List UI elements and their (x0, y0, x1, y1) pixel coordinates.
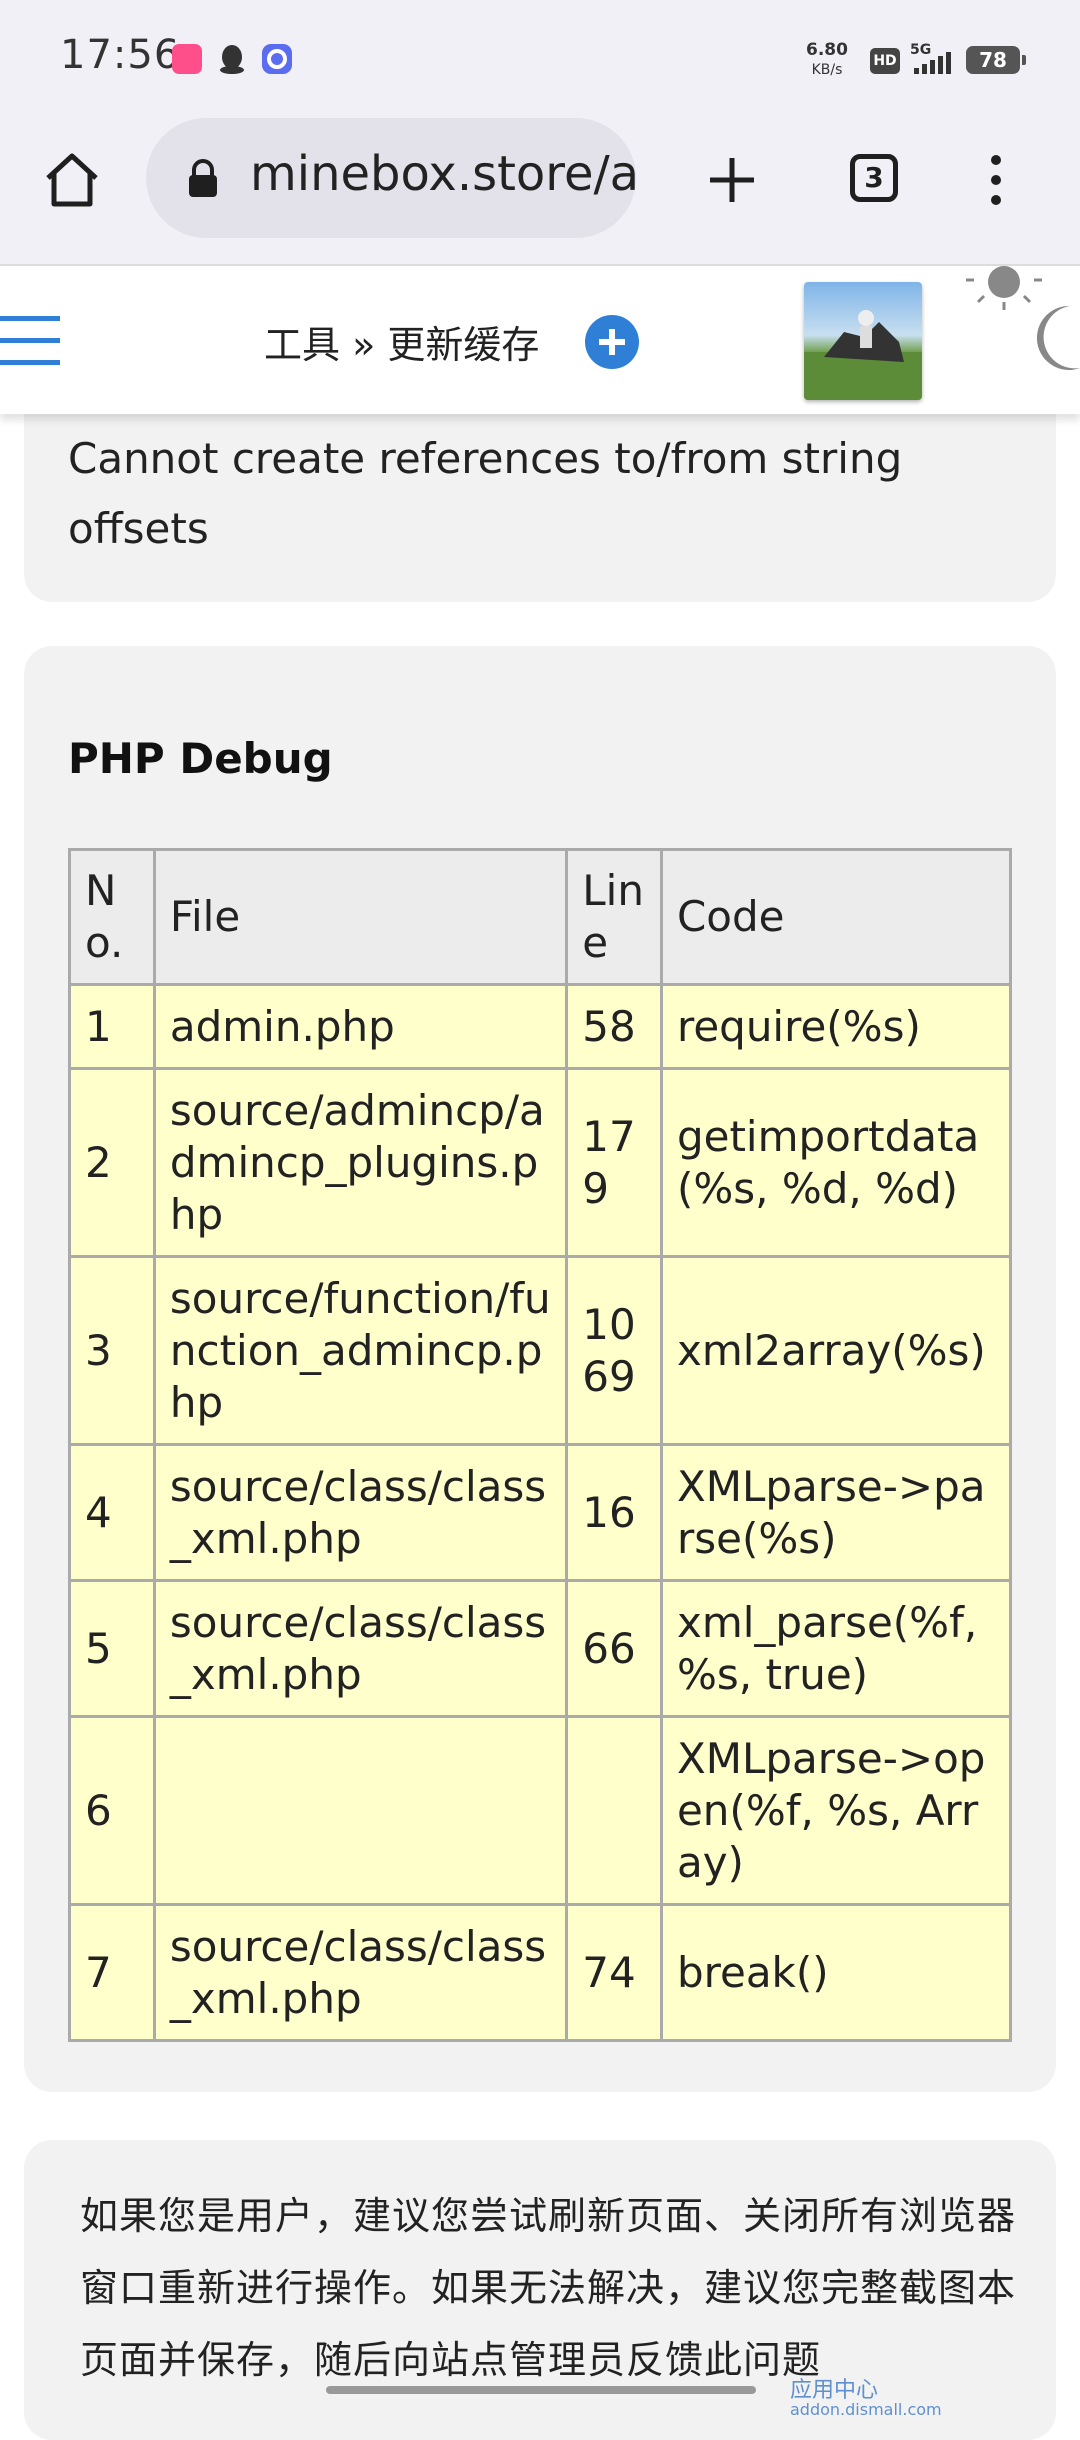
browser-menu-button[interactable] (980, 148, 1012, 212)
table-row: 6 XMLparse->open(%f, %s, Array) (68, 1715, 1013, 1906)
breadcrumb[interactable]: 工具 » 更新缓存 (264, 323, 540, 367)
app-notification-icon (172, 44, 202, 74)
cell-file: source/class/class_xml.php (152, 1443, 569, 1582)
user-hint-text: 如果您是用户，建议您尝试刷新页面、关闭所有浏览器窗口重新进行操作。如果无法解决，… (80, 2194, 1017, 2382)
cell-file: source/class/class_xml.php (152, 1903, 569, 2042)
cell-no: 7 (68, 1903, 156, 2042)
table-row: 3 source/function/function_admincp.php 1… (68, 1255, 1013, 1446)
cell-file: source/admincp/admincp_plugins.php (152, 1067, 569, 1258)
cell-line: 58 (565, 983, 663, 1070)
cell-line: 66 (565, 1579, 663, 1718)
table-row: 7 source/class/class_xml.php 74 break() (68, 1903, 1013, 2042)
user-avatar[interactable] (804, 282, 922, 400)
add-button[interactable] (584, 314, 640, 374)
debug-title: PHP Debug (68, 734, 333, 783)
cell-code: xml_parse(%f, %s, true) (659, 1579, 1013, 1718)
cell-file: admin.php (152, 983, 569, 1070)
tab-switcher-button[interactable]: 3 (850, 154, 898, 202)
browser-toolbar: minebox.store/a 3 (0, 118, 1080, 264)
gesture-navigation-bar[interactable] (326, 2386, 756, 2394)
browser-notification-icon (262, 44, 292, 74)
php-debug-card: PHP Debug No. File Line Code 1 admin.php… (24, 646, 1056, 2092)
sun-icon (966, 266, 1042, 310)
cell-no: 3 (68, 1255, 156, 1446)
cell-no: 5 (68, 1579, 156, 1718)
more-vertical-icon (991, 155, 1001, 205)
cell-code: XMLparse->parse(%s) (659, 1443, 1013, 1582)
plus-icon (710, 158, 754, 202)
cell-code: require(%s) (659, 983, 1013, 1070)
watermark: 应用中心 addon.dismall.com (790, 2378, 942, 2419)
cell-file: source/function/function_admincp.php (152, 1255, 569, 1446)
cell-no: 6 (68, 1715, 156, 1906)
column-header-file: File (152, 848, 569, 986)
cell-no: 2 (68, 1067, 156, 1258)
cell-file (152, 1715, 569, 1906)
cell-line: 1069 (565, 1255, 663, 1446)
table-row: 5 source/class/class_xml.php 66 xml_pars… (68, 1579, 1013, 1718)
cell-code: break() (659, 1903, 1013, 2042)
avatar-image (804, 310, 922, 400)
error-message: Cannot create references to/from string … (68, 434, 903, 553)
status-time: 17:56 (60, 32, 181, 78)
plus-circle-icon (585, 315, 639, 369)
status-bar: 17:56 6.80 KB/s HD 5G 78 (0, 0, 1080, 118)
cell-code: getimportdata(%s, %d, %d) (659, 1067, 1013, 1258)
address-bar[interactable]: minebox.store/a (146, 118, 636, 238)
cell-line: 179 (565, 1067, 663, 1258)
home-button[interactable] (40, 148, 104, 212)
hamburger-menu-button[interactable] (0, 314, 60, 368)
hamburger-icon (0, 316, 60, 365)
cell-line (565, 1715, 663, 1906)
column-header-line: Line (565, 848, 663, 986)
network-type: 5G (910, 42, 931, 58)
lock-icon (186, 158, 220, 198)
table-row: 2 source/admincp/admincp_plugins.php 179… (68, 1067, 1013, 1258)
moon-icon (1036, 305, 1080, 370)
new-tab-button[interactable] (700, 148, 764, 212)
table-header-row: No. File Line Code (68, 848, 1013, 986)
cell-code: xml2array(%s) (659, 1255, 1013, 1446)
battery-icon: 78 (966, 46, 1026, 74)
url-text[interactable]: minebox.store/a (250, 146, 636, 202)
cell-file: source/class/class_xml.php (152, 1579, 569, 1718)
theme-toggle[interactable] (960, 266, 1080, 414)
table-row: 4 source/class/class_xml.php 16 XMLparse… (68, 1443, 1013, 1582)
home-icon (46, 153, 98, 207)
cell-line: 74 (565, 1903, 663, 2042)
cell-no: 4 (68, 1443, 156, 1582)
site-header: 工具 » 更新缓存 (0, 264, 1080, 414)
qq-notification-icon (218, 44, 246, 74)
column-header-code: Code (659, 848, 1013, 986)
cell-no: 1 (68, 983, 156, 1070)
network-speed: 6.80 KB/s (806, 40, 848, 78)
column-header-no: No. (68, 848, 156, 986)
cell-code: XMLparse->open(%f, %s, Array) (659, 1715, 1013, 1906)
signal-icon: 5G (910, 40, 958, 76)
table-row: 1 admin.php 58 require(%s) (68, 983, 1013, 1070)
hd-voice-badge: HD (870, 48, 900, 74)
cell-line: 16 (565, 1443, 663, 1582)
debug-table: No. File Line Code 1 admin.php 58 requir… (68, 848, 1013, 2042)
